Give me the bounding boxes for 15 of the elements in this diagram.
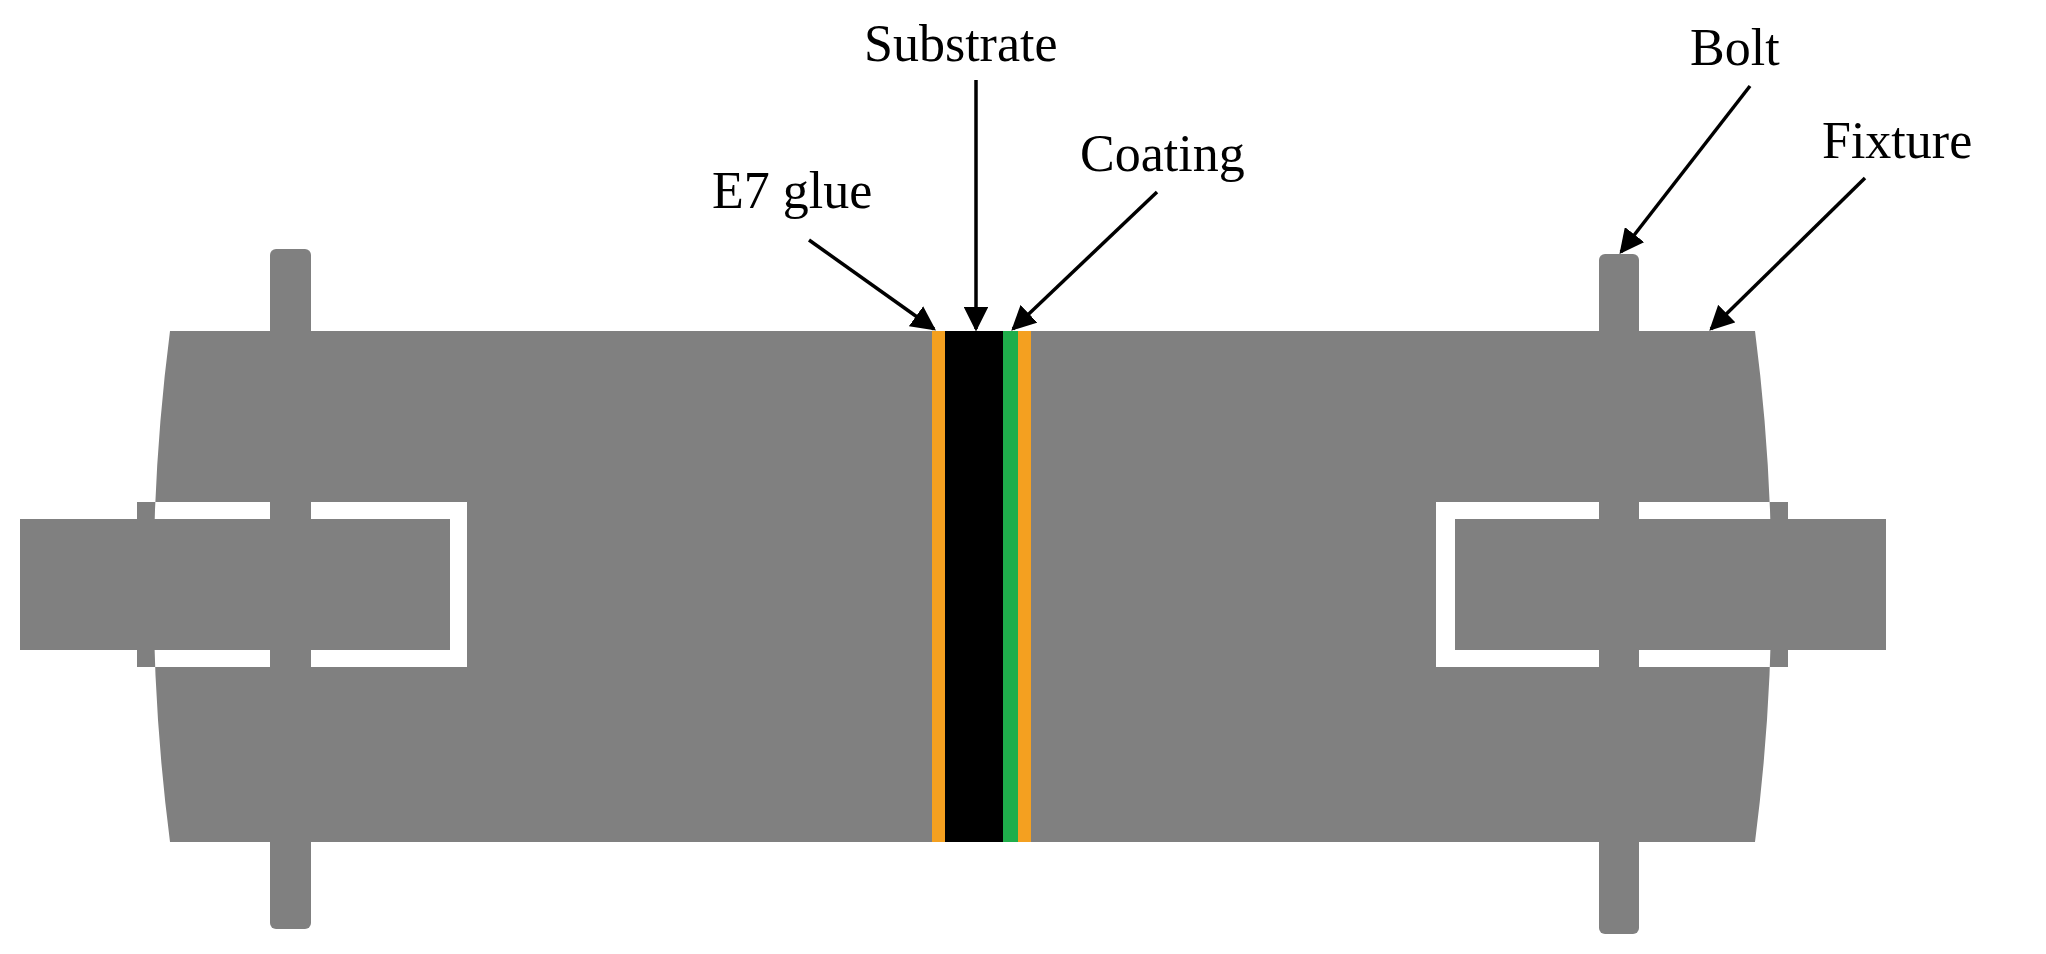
rod bbox=[20, 519, 450, 650]
leader-arrow bbox=[963, 80, 989, 332]
leader-arrow bbox=[1619, 84, 1752, 254]
coating-layer bbox=[1003, 331, 1018, 842]
substrate-layer bbox=[945, 331, 1003, 842]
part-label: Bolt bbox=[1690, 22, 1780, 74]
leader-arrow bbox=[808, 238, 936, 331]
part-label: E7 glue bbox=[712, 165, 873, 217]
leader-arrow bbox=[1709, 176, 1867, 331]
part-label: Fixture bbox=[1822, 115, 1973, 167]
glue-layer bbox=[932, 331, 945, 842]
part-label: Substrate bbox=[864, 18, 1058, 70]
leader-arrow bbox=[1011, 190, 1159, 331]
rod bbox=[1455, 519, 1886, 650]
part-label: Coating bbox=[1080, 128, 1245, 180]
